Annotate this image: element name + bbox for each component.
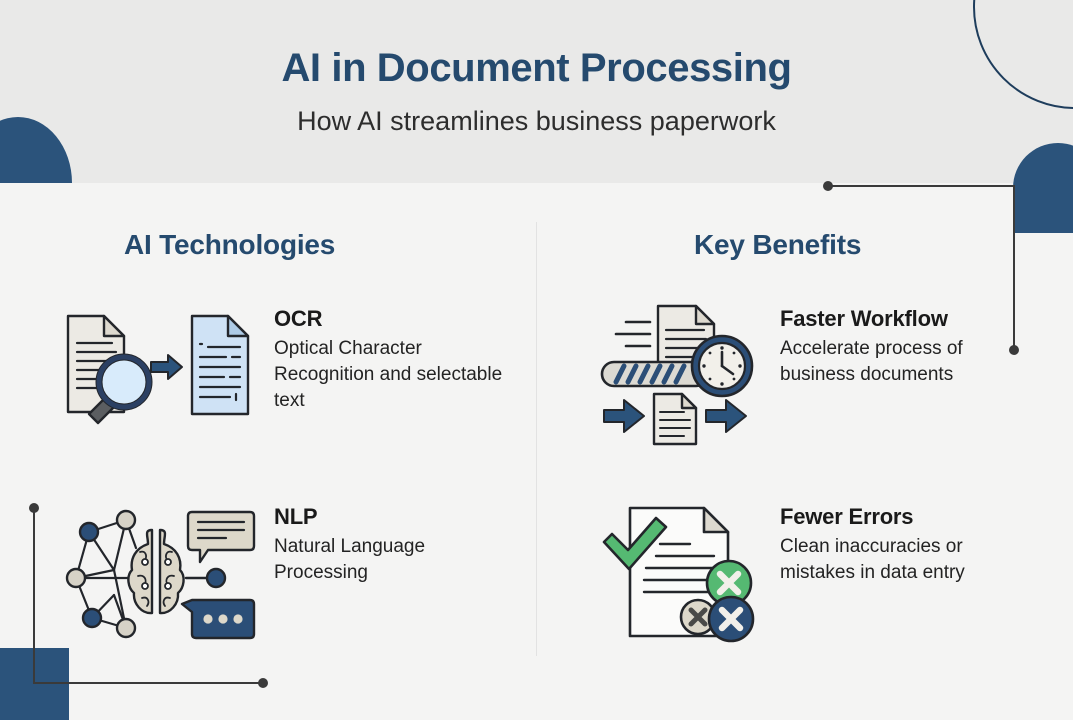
page-subtitle: How AI streamlines business paperwork [297, 106, 776, 136]
item-text-nlp: NLP Natural Language Processing [274, 500, 524, 586]
header-band [0, 0, 1073, 183]
item-title-fewer-errors: Fewer Errors [780, 504, 914, 529]
item-title-ocr: OCR [274, 306, 323, 331]
item-text-fewer-errors: Fewer Errors Clean inaccuracies or mista… [780, 500, 1030, 586]
list-item-fewer-errors[interactable]: Fewer Errors Clean inaccuracies or mista… [598, 500, 1030, 650]
conveyor-clock-icon [598, 302, 780, 452]
list-item-ocr[interactable]: OCR Optical Character Recognition and se… [56, 302, 524, 437]
column-heading-ai-technologies: AI Technologies [124, 229, 336, 260]
document-scan-ocr-icon [56, 302, 274, 437]
decorative-square-bottom-left [0, 648, 69, 720]
column-divider [536, 222, 537, 656]
page-title: AI in Document Processing [281, 46, 792, 90]
item-desc-faster-workflow: Accelerate process of business documents [780, 337, 963, 386]
document-check-errors-icon [598, 500, 780, 650]
connector-line-top-right-horizontal [830, 185, 1014, 187]
connector-line-bottom-left-horizontal [33, 682, 263, 684]
connector-dot-top-right-left [823, 181, 833, 191]
connector-line-bottom-left-vertical [33, 508, 35, 683]
item-text-ocr: OCR Optical Character Recognition and se… [274, 302, 524, 415]
item-desc-ocr: Optical Character Recognition and select… [274, 337, 503, 412]
item-title-faster-workflow: Faster Workflow [780, 306, 948, 331]
column-heading-key-benefits: Key Benefits [694, 229, 862, 260]
item-desc-nlp: Natural Language Processing [274, 535, 426, 584]
list-item-faster-workflow[interactable]: Faster Workflow Accelerate process of bu… [598, 302, 1030, 452]
brain-network-chat-icon [56, 500, 274, 650]
item-text-faster-workflow: Faster Workflow Accelerate process of bu… [780, 302, 1030, 388]
item-title-nlp: NLP [274, 504, 318, 529]
list-item-nlp[interactable]: NLP Natural Language Processing [56, 500, 524, 650]
connector-line-top-right-vertical [1013, 185, 1015, 350]
decorative-arch-right [1013, 143, 1073, 233]
item-desc-fewer-errors: Clean inaccuracies or mistakes in data e… [780, 535, 965, 584]
connector-dot-bottom-left-right [258, 678, 268, 688]
connector-dot-bottom-left-top [29, 503, 39, 513]
connector-dot-top-right-bottom [1009, 345, 1019, 355]
